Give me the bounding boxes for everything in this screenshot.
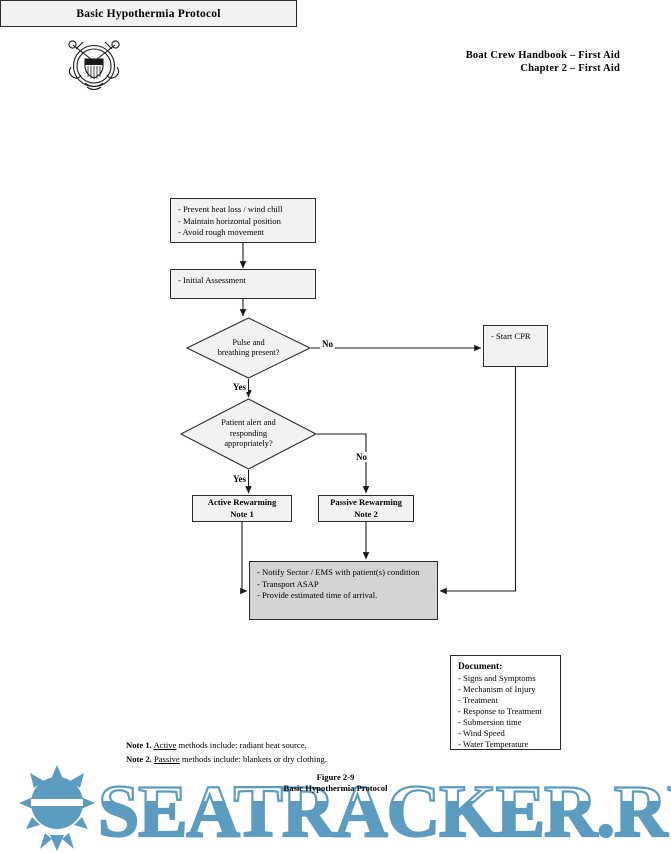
edge-label-no-alert: No bbox=[354, 452, 369, 462]
document-heading: Document: bbox=[458, 662, 503, 672]
footnote-2-text: methods include: blankets or dry clothin… bbox=[179, 754, 327, 764]
figure-caption: Figure 2-9 Basic Hypothermia Protocol bbox=[0, 772, 671, 794]
node-initial-assessment: - Initial Assessment bbox=[170, 269, 316, 299]
footnote-2-term: Passive bbox=[153, 754, 180, 764]
footnote-2-label: Note 2. bbox=[126, 754, 152, 764]
page-header: Boat Crew Handbook – First Aid Chapter 2… bbox=[466, 49, 620, 75]
header-line-1: Boat Crew Handbook – First Aid bbox=[465, 50, 620, 61]
node-line: - Provide estimated time of arrival. bbox=[257, 590, 378, 601]
document-item: - Response to Treatment bbox=[458, 706, 542, 716]
decision-line: responding bbox=[229, 428, 268, 438]
node-line: Active Rewarming bbox=[207, 496, 277, 507]
node-prevent-heat-loss: - Prevent heat loss / wind chill - Maint… bbox=[170, 198, 316, 243]
document-item: - Water Temperature bbox=[458, 739, 529, 749]
node-line: - Start CPR bbox=[491, 331, 531, 341]
chart-title: Basic Hypothermia Protocol bbox=[76, 7, 221, 20]
node-line: Note 1 bbox=[230, 508, 254, 519]
node-line: - Maintain horizontal position bbox=[178, 215, 281, 226]
chart-title-box: Basic Hypothermia Protocol bbox=[0, 0, 297, 27]
footnote-2: Note 2. Passive methods include: blanket… bbox=[126, 752, 327, 766]
header-line-2: Chapter 2 – First Aid bbox=[520, 63, 620, 74]
decision-line: appropriately? bbox=[224, 439, 273, 449]
document-checklist-box: Document: - Signs and Symptoms - Mechani… bbox=[450, 655, 561, 750]
footnote-1-term: Active bbox=[153, 740, 177, 750]
node-notify-transport: - Notify Sector / EMS with patient(s) co… bbox=[249, 561, 438, 620]
decision-line: Pulse and bbox=[232, 337, 265, 347]
node-line: - Initial Assessment bbox=[178, 275, 246, 285]
us-coast-guard-seal-icon bbox=[68, 40, 120, 91]
node-active-rewarming: Active Rewarming Note 1 bbox=[192, 495, 292, 522]
node-line: - Notify Sector / EMS with patient(s) co… bbox=[257, 567, 420, 577]
document-item: - Wind Speed bbox=[458, 728, 505, 738]
node-line: - Transport ASAP bbox=[257, 578, 319, 589]
edge-label-yes-pulse: Yes bbox=[231, 382, 248, 392]
node-start-cpr: - Start CPR bbox=[483, 325, 548, 367]
document-item: - Treatment bbox=[458, 695, 498, 705]
footnotes: Note 1. Active methods include: radiant … bbox=[126, 738, 327, 766]
edge-label-no-pulse: No bbox=[320, 339, 335, 349]
edge-label-yes-alert: Yes bbox=[231, 474, 248, 484]
decision-line: breathing present? bbox=[217, 348, 280, 357]
node-line: Note 2 bbox=[354, 508, 378, 519]
footnote-1-text: methods include: radiant heat source. bbox=[176, 740, 307, 750]
footnote-1-label: Note 1. bbox=[126, 740, 152, 750]
node-line: Passive Rewarming bbox=[330, 496, 402, 507]
node-passive-rewarming: Passive Rewarming Note 2 bbox=[318, 495, 414, 522]
figure-number: Figure 2-9 bbox=[316, 772, 355, 782]
document-item: - Submersion time bbox=[458, 717, 522, 727]
decision-patient-alert: Patient alert and responding appropriate… bbox=[179, 398, 318, 470]
figure-title: Basic Hypothermia Protocol bbox=[283, 783, 388, 793]
footnote-1: Note 1. Active methods include: radiant … bbox=[126, 738, 327, 752]
decision-pulse-breathing: Pulse and breathing present? bbox=[185, 317, 312, 379]
document-item: - Signs and Symptoms bbox=[458, 673, 536, 683]
decision-line: Patient alert and bbox=[221, 418, 276, 428]
node-line: - Avoid rough movement bbox=[178, 227, 265, 238]
node-line: - Prevent heat loss / wind chill bbox=[178, 204, 283, 214]
document-item: - Mechanism of Injury bbox=[458, 684, 536, 694]
